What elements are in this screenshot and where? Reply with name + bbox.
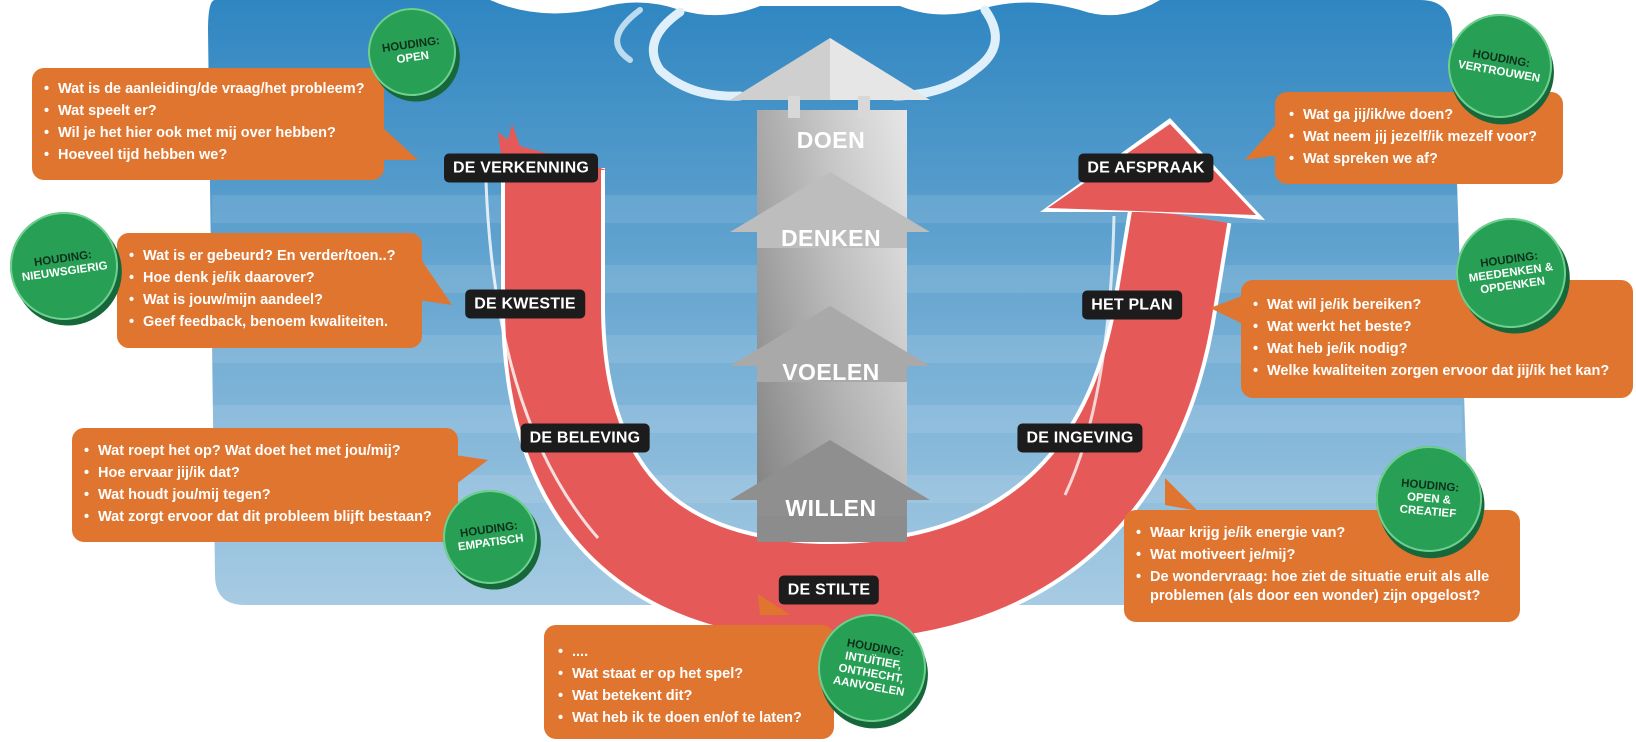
question-item: Wil je het hier ook met mij over hebben? [44,122,374,144]
question-item: Wat heb je/ik nodig? [1253,338,1627,360]
bubble-stilte: .... Wat staat er op het spel? Wat betek… [544,625,834,739]
badge-text: OPEN & CREATIEF [1399,490,1457,520]
question-item: Geef feedback, benoem kwaliteiten. [129,311,414,333]
question-item: Hoe denk je/ik daarover? [129,267,414,289]
question-item: Wat is de aanleiding/de vraag/het proble… [44,78,374,100]
question-item: Welke kwaliteiten zorgen ervoor dat jij/… [1253,360,1627,382]
stage-label-ingeving: DE INGEVING [1017,423,1143,453]
question-item: Hoe ervaar jij/ik dat? [84,462,450,484]
question-item: .... [558,641,826,663]
question-item: Wat roept het op? Wat doet het met jou/m… [84,440,450,462]
bubble-beleving: Wat roept het op? Wat doet het met jou/m… [72,428,458,542]
stage-label-kwestie: DE KWESTIE [465,289,585,319]
pillar [730,38,930,542]
bubble-verkenning: Wat is de aanleiding/de vraag/het proble… [32,68,384,180]
pillar-label-doen: DOEN [796,127,866,153]
question-item: Wat betekent dit? [558,685,826,707]
question-item: Wat wil je/ik bereiken? [1253,294,1627,316]
question-item: Wat is jouw/mijn aandeel? [129,289,414,311]
bubble-tails [380,120,1280,615]
stage-label-verkenning: DE VERKENNING [444,153,598,183]
stage-label-plan: HET PLAN [1082,290,1182,320]
cloud-shape [490,0,1160,16]
question-item: Wat heb ik te doen en/of te laten? [558,707,826,729]
question-item: Wat is er gebeurd? En verder/toen..? [129,245,414,267]
pillar-label-willen: WILLEN [785,495,877,521]
stage-label-stilte: DE STILTE [778,575,880,605]
stage-label-beleving: DE BELEVING [520,423,650,453]
question-item: Wat neem jij jezelf/ik mezelf voor? [1289,126,1555,148]
question-item: De wondervraag: hoe ziet de situatie eru… [1136,568,1510,606]
question-item: Wat staat er op het spel? [558,663,826,685]
pillar-label-voelen: VOELEN [782,359,880,385]
question-item: Waar krijg je/ik energie van? [1136,522,1510,544]
bubble-kwestie: Wat is er gebeurd? En verder/toen..? Hoe… [117,233,422,348]
stage-label-afspraak: DE AFSPRAAK [1078,153,1214,183]
question-item: Wat ga jij/ik/we doen? [1289,104,1555,126]
question-item: Wat motiveert je/mij? [1136,544,1510,566]
question-item: Wat werkt het beste? [1253,316,1627,338]
question-item: Hoeveel tijd hebben we? [44,144,374,166]
question-item: Wat houdt jou/mij tegen? [84,484,450,506]
question-item: Wat speelt er? [44,100,374,122]
question-item: Wat zorgt ervoor dat dit probleem blijft… [84,506,450,528]
bubble-plan: Wat wil je/ik bereiken? Wat werkt het be… [1241,280,1633,398]
question-item: Wat spreken we af? [1289,148,1555,170]
pillar-label-denken: DENKEN [780,225,882,251]
